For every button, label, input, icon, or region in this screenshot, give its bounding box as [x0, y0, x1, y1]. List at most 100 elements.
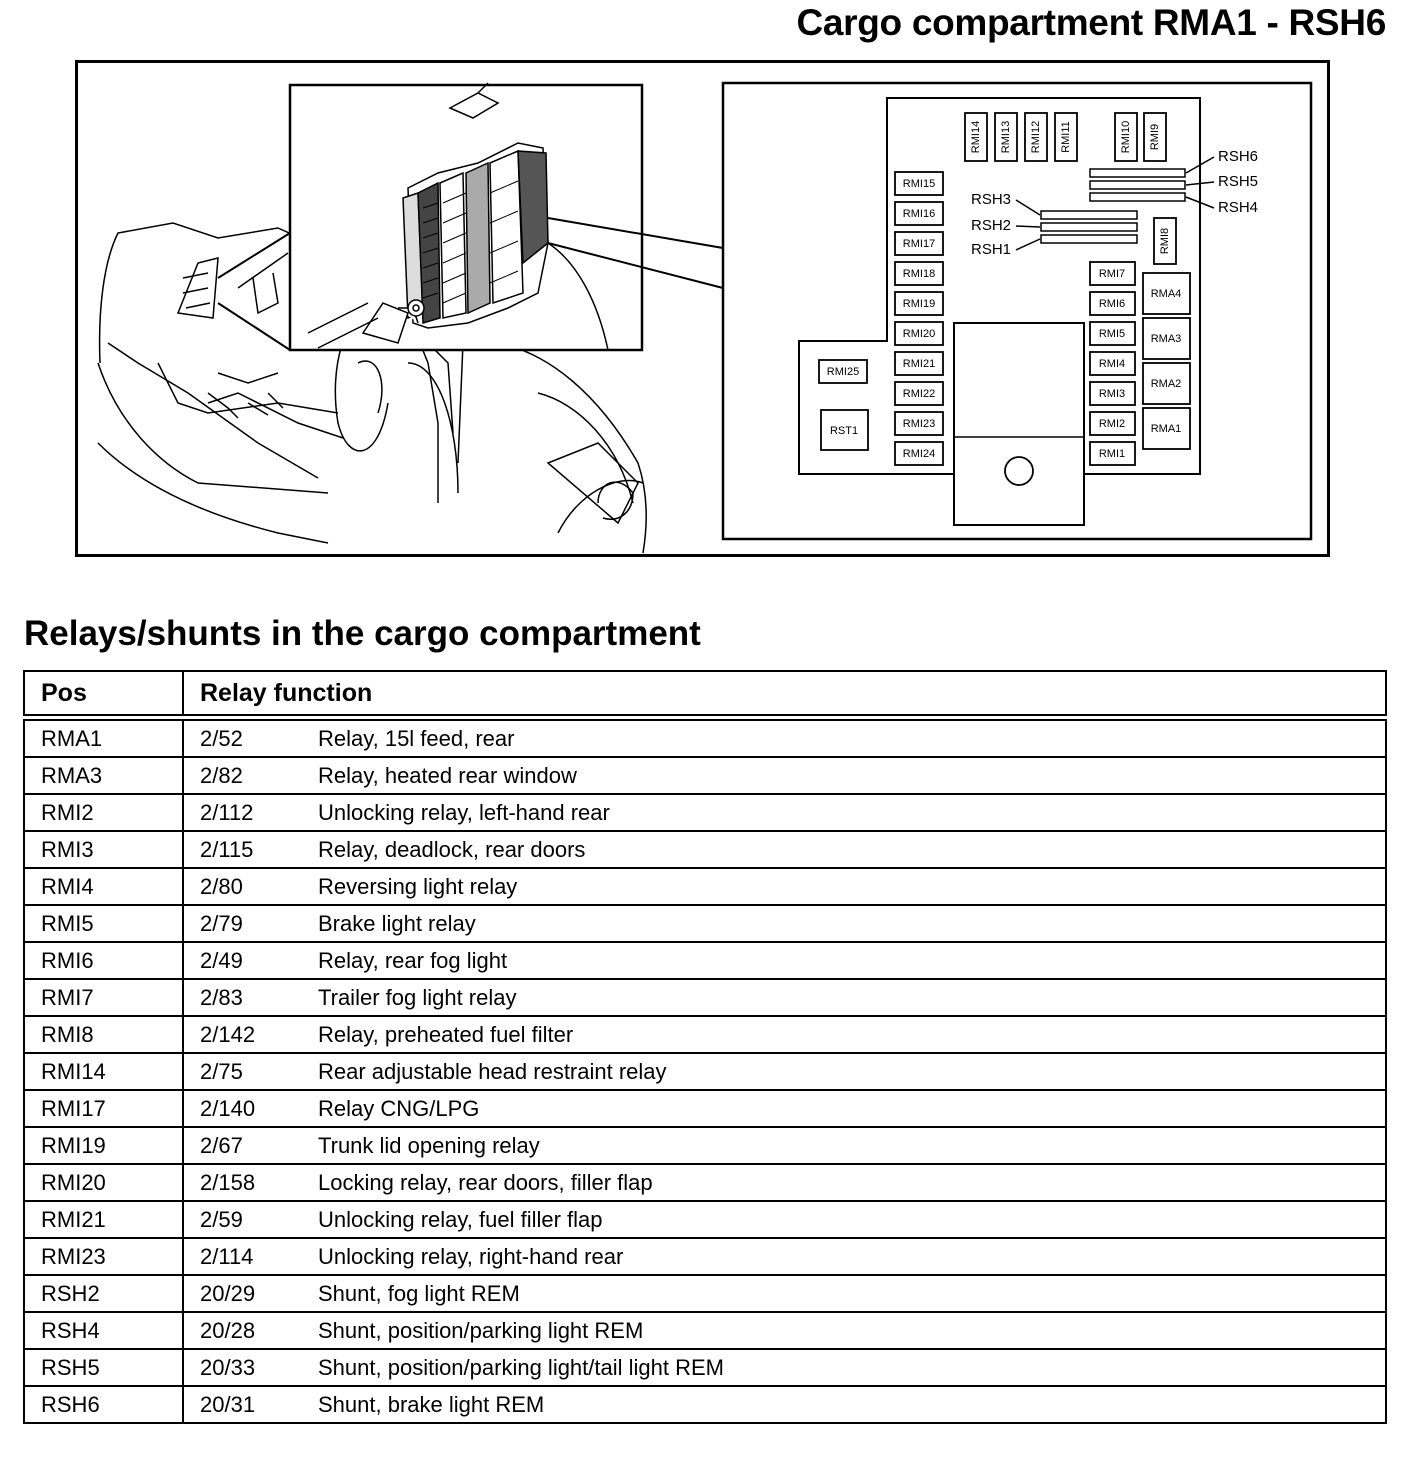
relay-left-6: [894, 351, 944, 376]
relay-left-4: [894, 291, 944, 316]
function-description: Unlocking relay, fuel filler flap: [318, 1206, 603, 1232]
leader-line: [1015, 238, 1041, 251]
relay-label: RMI24: [903, 448, 935, 460]
relay-label: RMI5: [1099, 328, 1125, 340]
cell-pos: RMI8: [23, 1015, 184, 1054]
relay-label: RSH2: [971, 217, 1011, 234]
leader-line: [1015, 199, 1041, 216]
relay-top-3: [1054, 112, 1078, 162]
leader-line: [1185, 196, 1215, 209]
relay-ma-1: [1142, 317, 1191, 360]
function-code: 2/142: [200, 1021, 256, 1047]
cell-pos: RMI21: [23, 1200, 184, 1239]
relay-label: RMI10: [1120, 121, 1132, 153]
relay-label: RMI19: [903, 298, 935, 310]
relay-label: RMA3: [1151, 333, 1182, 345]
leader-line: [1185, 156, 1215, 174]
relay-rmi25: [818, 359, 868, 384]
relay-label: RMA4: [1151, 288, 1182, 300]
cell-pos: RMI14: [23, 1052, 184, 1091]
table-row: RMI7 2/83 Trailer fog light relay: [23, 978, 1387, 1017]
shunt-bar-right-2: [1089, 192, 1186, 202]
relay-label: RMI3: [1099, 388, 1125, 400]
relay-label: RMA1: [1151, 423, 1182, 435]
function-description: Shunt, position/parking light REM: [318, 1317, 644, 1343]
section-title: Relays/shunts in the cargo compartment: [24, 614, 701, 653]
leader-line: [1185, 181, 1215, 186]
cell-pos: RMA1: [23, 716, 184, 758]
function-code: 20/33: [200, 1354, 256, 1380]
center-block: [953, 322, 1085, 526]
function-code: 2/140: [200, 1095, 256, 1121]
relay-ma-2: [1142, 362, 1191, 405]
shunt-bar-right-1: [1089, 180, 1186, 190]
function-description: Trailer fog light relay: [318, 984, 517, 1010]
relay-label: RMI13: [1000, 121, 1012, 153]
function-description: Unlocking relay, left-hand rear: [318, 799, 610, 825]
relay-label: RMI21: [903, 358, 935, 370]
table-header-row: Pos Relay function: [23, 670, 1387, 719]
relay-label: RMI1: [1099, 448, 1125, 460]
relay-left-5: [894, 321, 944, 346]
function-code: 2/112: [200, 799, 254, 825]
relay-rst1: [820, 409, 869, 451]
relay-label: RMI11: [1060, 121, 1072, 153]
function-description: Shunt, position/parking light/tail light…: [318, 1354, 724, 1380]
relay-left-8: [894, 411, 944, 436]
car-illustration: [97, 222, 648, 554]
relay-right-6: [1089, 441, 1136, 466]
relay-top-5: [1143, 112, 1167, 162]
relay-label: RMI2: [1099, 418, 1125, 430]
relay-left-3: [894, 261, 944, 286]
cell-function: 2/112 Unlocking relay, left-hand rear: [182, 793, 1387, 832]
page-title: Cargo compartment RMA1 - RSH6: [796, 2, 1386, 43]
relay-right-1: [1089, 291, 1136, 316]
mounting-hole: [1004, 456, 1034, 486]
relay-right-2: [1089, 321, 1136, 346]
relay-label: RSH5: [1218, 173, 1258, 190]
shunt-bar-left-0: [1040, 210, 1138, 220]
cell-pos: RMI17: [23, 1089, 184, 1128]
function-description: Trunk lid opening relay: [318, 1132, 540, 1158]
relay-right-5: [1089, 411, 1136, 436]
cell-pos: RMI4: [23, 867, 184, 906]
relay-label: RMI9: [1149, 124, 1161, 150]
shunt-bar-left-1: [1040, 222, 1138, 232]
relay-label: RSH1: [971, 241, 1011, 258]
cell-pos: RMI6: [23, 941, 184, 980]
relay-label: RSH6: [1218, 148, 1258, 165]
relay-label: RMI16: [903, 208, 935, 220]
cell-pos: RMI7: [23, 978, 184, 1017]
relay-rmi8: [1153, 217, 1177, 265]
header-pos: Pos: [23, 670, 184, 719]
relay-ma-3: [1142, 407, 1191, 450]
function-code: 2/79: [200, 910, 243, 936]
function-description: Shunt, fog light REM: [318, 1280, 520, 1306]
function-code: 20/31: [200, 1391, 256, 1417]
relay-label: RMI12: [1030, 121, 1042, 153]
relay-left-0: [894, 171, 944, 196]
relay-label: RSH3: [971, 191, 1011, 208]
function-code: 2/83: [200, 984, 243, 1010]
